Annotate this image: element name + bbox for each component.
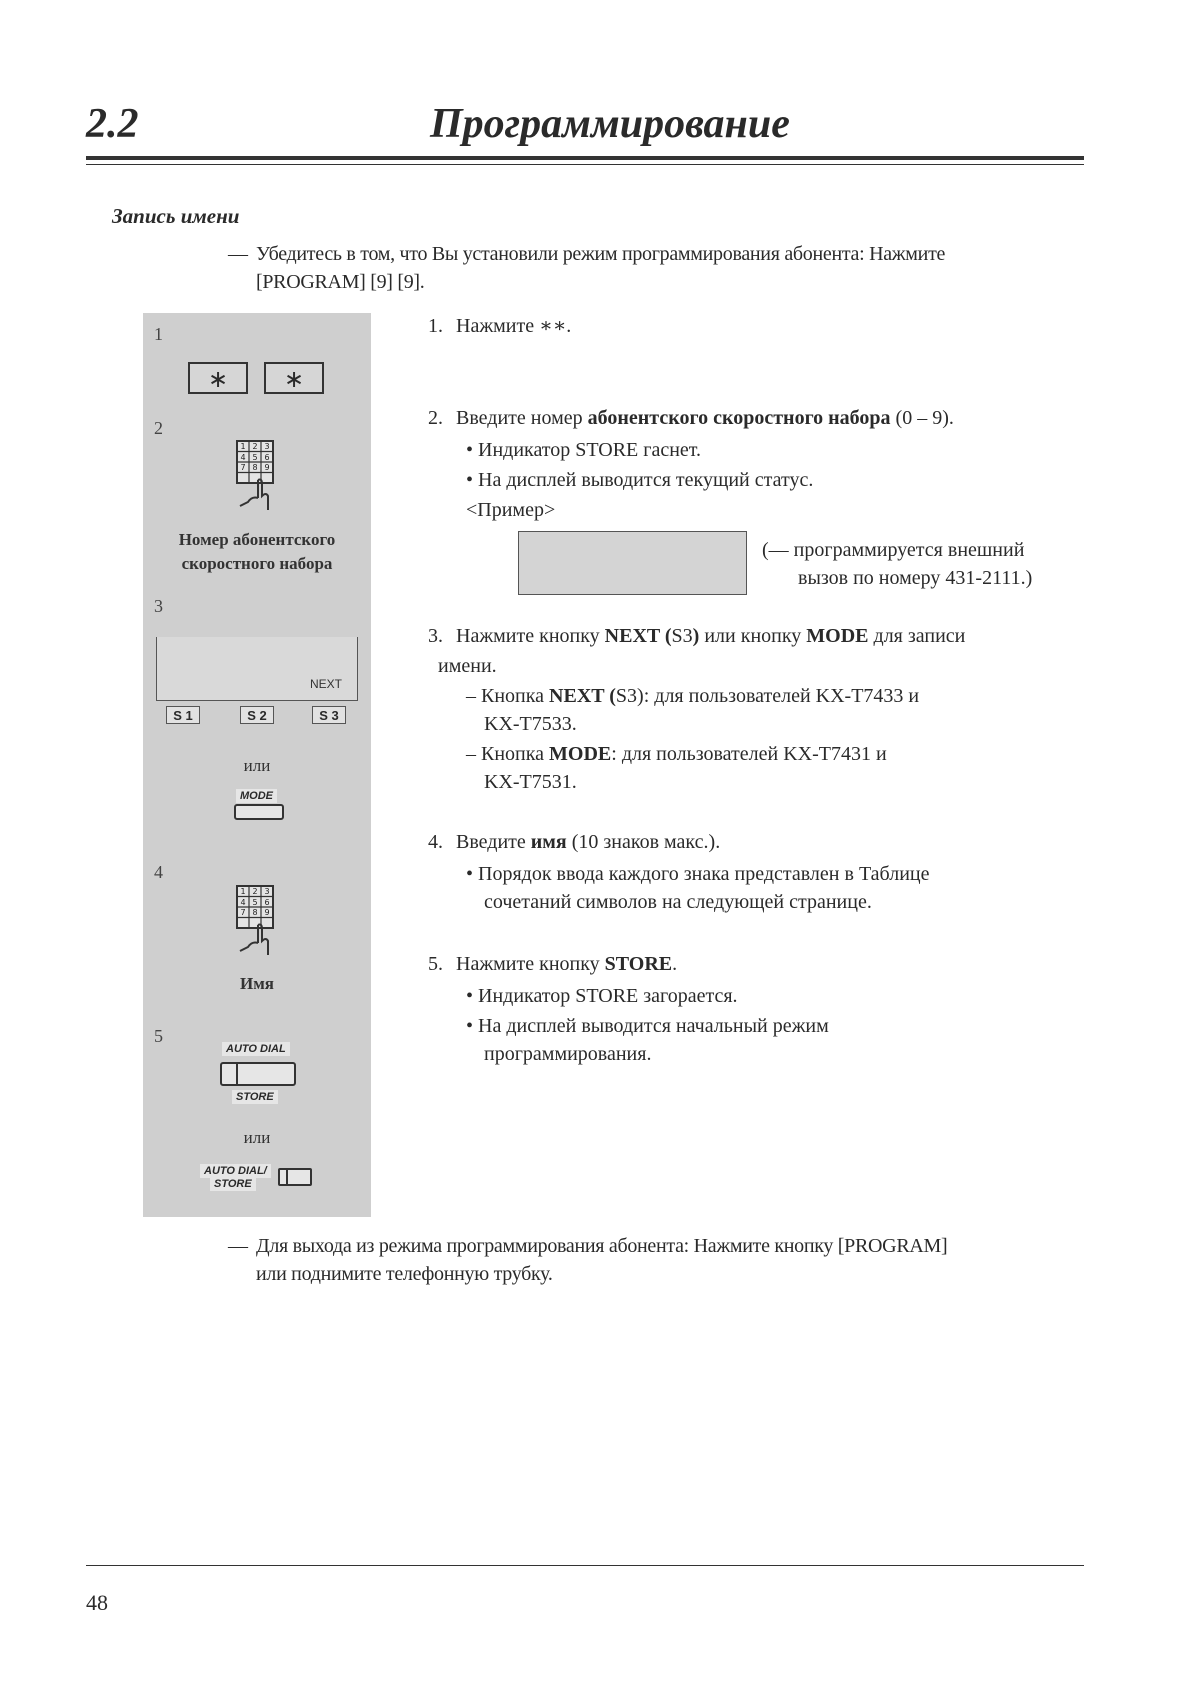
step-4-bullet-1: • Порядок ввода каждого знака представле… (466, 863, 930, 885)
step-2-number: 2. (428, 407, 443, 429)
svg-text:5: 5 (252, 898, 257, 907)
step-2-example: <Пример> (466, 499, 556, 521)
svg-text:9: 9 (264, 908, 269, 917)
step-2-note-1: (— программируется внешний (762, 539, 1025, 561)
or-label: или (243, 756, 271, 775)
svg-text:8: 8 (252, 908, 257, 917)
svg-text:4: 4 (240, 898, 245, 907)
svg-text:1: 1 (240, 442, 245, 451)
header-rule (86, 156, 1084, 160)
sidebar-step-2: 2 (154, 418, 163, 438)
caption-name: Имя (240, 974, 274, 993)
auto-dial-store-button-alt[interactable] (278, 1168, 312, 1186)
or-label: или (243, 1128, 271, 1147)
step-3-detail-2-l2: KX-T7531. (484, 771, 577, 793)
auto-dial-store-label-2: STORE (210, 1177, 256, 1191)
svg-text:3: 3 (264, 887, 269, 896)
intro-line2: [PROGRAM] [9] [9]. (256, 271, 425, 293)
step-2-note-2: вызов по номеру 431-2111.) (798, 567, 1033, 589)
svg-text:3: 3 (264, 442, 269, 451)
step-3-detail-1-l2: KX-T7533. (484, 713, 577, 735)
step-4-bullet-1-l2: сочетаний символов на следующей странице… (484, 891, 872, 913)
step-1-number: 1. (428, 315, 443, 337)
mode-button[interactable] (234, 804, 284, 820)
svg-text:9: 9 (264, 463, 269, 472)
auto-dial-store-label-1: AUTO DIAL/ (200, 1164, 271, 1178)
caption-speed-dial-2: скоростного набора (181, 554, 333, 573)
outro-line1: Для выхода из режима программирования аб… (256, 1235, 948, 1257)
step-3-detail-1: – Кнопка NEXT (S3): для пользователей KX… (466, 685, 920, 707)
step-4-number: 4. (428, 831, 443, 853)
step-3-text-l2: имени. (438, 655, 497, 677)
intro-dash: — (228, 243, 248, 265)
soft-key-s2[interactable]: S 2 (240, 706, 274, 724)
svg-text:8: 8 (252, 463, 257, 472)
mode-label: MODE (236, 789, 277, 803)
auto-dial-store-button[interactable] (220, 1062, 296, 1086)
store-label: STORE (232, 1090, 278, 1104)
svg-text:4: 4 (240, 453, 245, 462)
step-2-text: Введите номер абонентского скоростного н… (456, 407, 954, 429)
step-1-text: Нажмите ∗∗. (456, 315, 572, 337)
subheading: Запись имени (112, 204, 240, 228)
svg-text:7: 7 (240, 463, 245, 472)
sidebar-step-1: 1 (154, 324, 163, 344)
step-5-bullet-2: • На дисплей выводится начальный режим (466, 1015, 829, 1037)
step-3-detail-2: – Кнопка MODE: для пользователей KX-T743… (466, 743, 887, 765)
section-number: 2.2 (86, 101, 139, 147)
svg-text:1: 1 (240, 887, 245, 896)
header-rule-thin (86, 164, 1084, 165)
sidebar-step-3: 3 (154, 596, 163, 616)
step-2-bullet-1: • Индикатор STORE гаснет. (466, 439, 702, 461)
soft-key-s3[interactable]: S 3 (312, 706, 346, 724)
outro-line2: или поднимите телефонную трубку. (256, 1263, 553, 1285)
step-3-text: Нажмите кнопку NEXT (S3) или кнопку MODE… (456, 625, 966, 647)
lcd-next-label: NEXT (310, 677, 343, 691)
step-5-number: 5. (428, 953, 443, 975)
star-key[interactable]: ∗ (188, 362, 248, 394)
step-4-text: Введите имя (10 знаков макс.). (456, 831, 721, 853)
page-number: 48 (86, 1590, 108, 1615)
sidebar-step-5: 5 (154, 1026, 163, 1046)
soft-key-s1[interactable]: S 1 (166, 706, 200, 724)
svg-text:7: 7 (240, 908, 245, 917)
svg-text:6: 6 (264, 453, 269, 462)
step-5-text: Нажмите кнопку STORE. (456, 953, 678, 975)
intro-line1: Убедитесь в том, что Вы установили режим… (256, 243, 946, 265)
auto-dial-label: AUTO DIAL (222, 1042, 290, 1056)
caption-speed-dial-1: Номер абонентского (178, 530, 336, 549)
lcd-display (156, 637, 358, 701)
outro-dash: — (228, 1235, 248, 1257)
svg-text:2: 2 (252, 442, 257, 451)
page-title: Программирование (430, 101, 790, 147)
step-2-bullet-2: • На дисплей выводится текущий статус. (466, 469, 814, 491)
star-key[interactable]: ∗ (264, 362, 324, 394)
sidebar-step-4: 4 (154, 862, 163, 882)
svg-text:2: 2 (252, 887, 257, 896)
svg-text:5: 5 (252, 453, 257, 462)
example-display (518, 531, 747, 595)
step-3-number: 3. (428, 625, 443, 647)
svg-text:6: 6 (264, 898, 269, 907)
step-5-bullet-2-l2: программирования. (484, 1043, 652, 1065)
footer-rule (86, 1565, 1084, 1566)
step-5-bullet-1: • Индикатор STORE загорается. (466, 985, 738, 1007)
